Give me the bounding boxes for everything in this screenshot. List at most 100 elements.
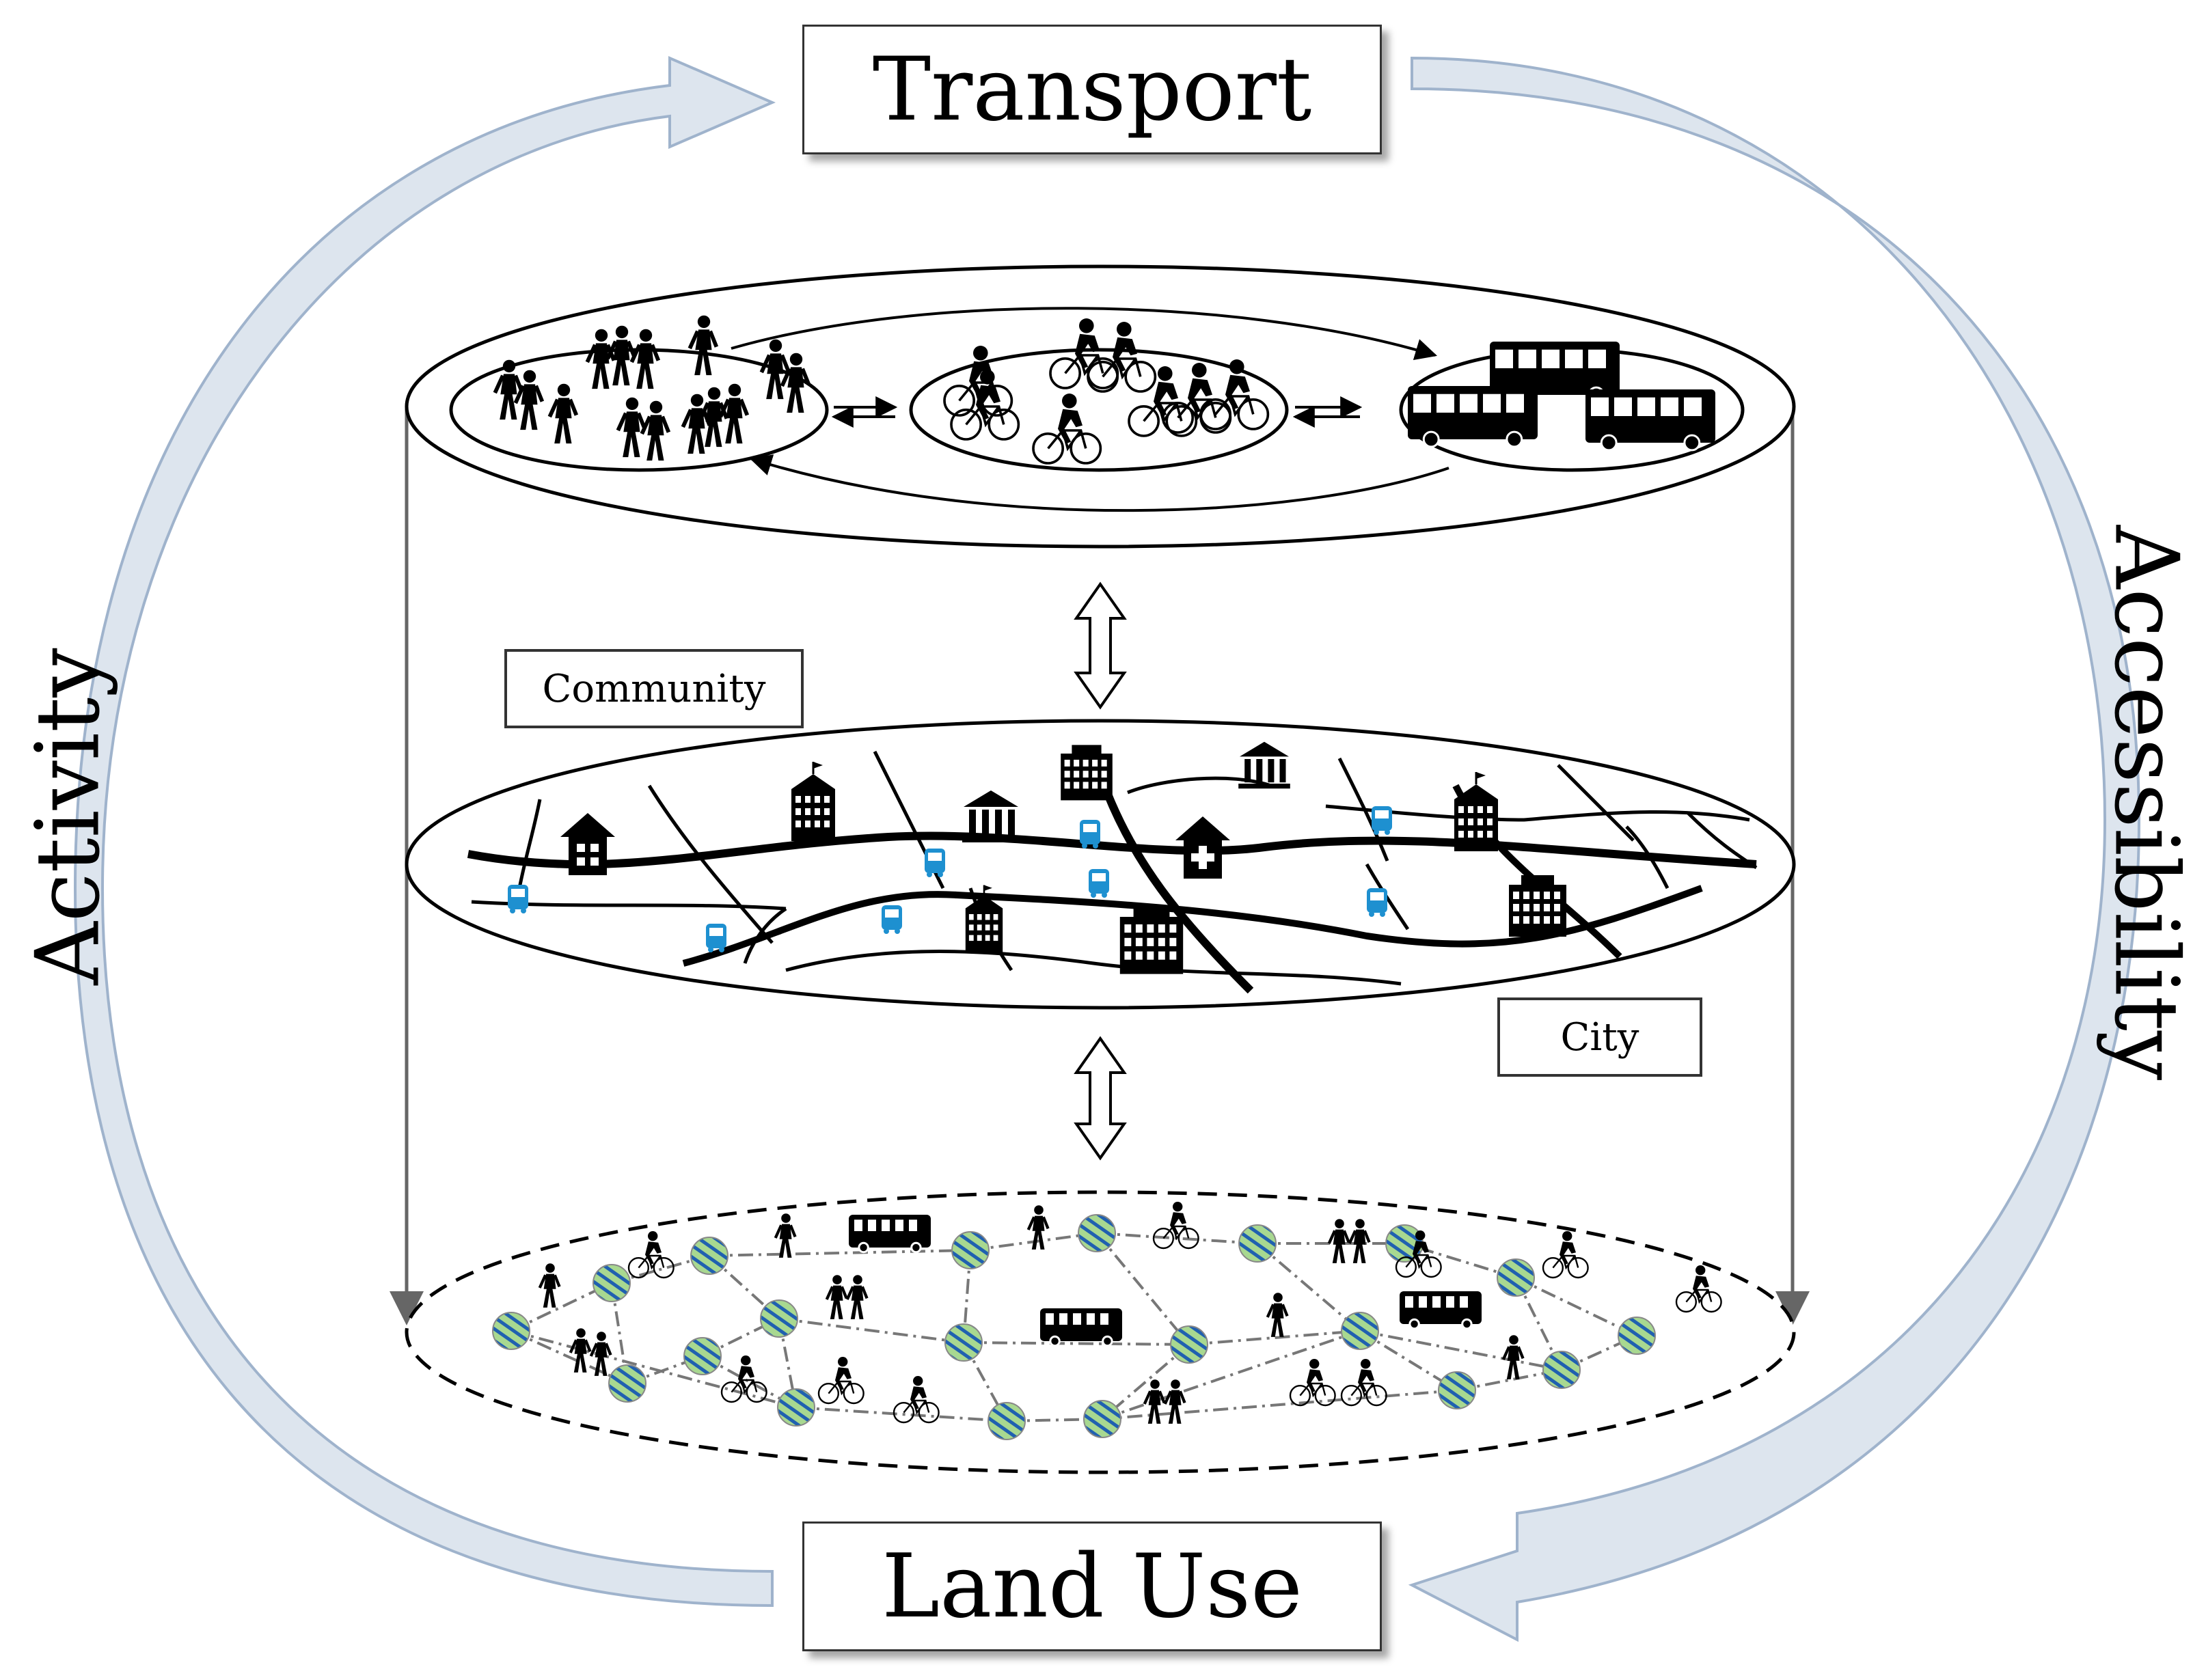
pedestrian-icon — [1143, 1379, 1166, 1424]
pedestrian-icon — [1501, 1335, 1525, 1379]
pedestrian-icon — [538, 1263, 561, 1308]
activity-node-icon — [1438, 1371, 1476, 1409]
city-layer-ellipse — [405, 719, 1796, 1010]
activity-node-icon — [608, 1364, 646, 1403]
house-icon — [560, 813, 615, 875]
land-use-label: Land Use — [882, 1535, 1303, 1638]
activity-node-icon — [944, 1323, 983, 1362]
pedestrian-icon — [1266, 1293, 1289, 1337]
school-icon — [791, 762, 835, 841]
transport-layer — [449, 307, 1745, 512]
activity-node-icon — [593, 1264, 631, 1302]
bus-stop-icon — [1367, 888, 1387, 917]
city-buildings-group — [560, 741, 1566, 974]
activity-node-icon — [492, 1312, 530, 1350]
cyclist-icon — [1152, 1202, 1199, 1250]
activity-node-icon — [1618, 1317, 1656, 1355]
pedestrian-icon — [845, 1275, 869, 1319]
bus-stop-icon — [1372, 806, 1392, 835]
pedestrian-icon — [547, 383, 579, 444]
land-use-box: Land Use — [802, 1521, 1382, 1651]
cyclist-icon — [1049, 318, 1119, 389]
transport-label: Transport — [872, 38, 1312, 141]
pedestrian-icon — [589, 1332, 612, 1376]
activity-node-icon — [1170, 1325, 1208, 1364]
activity-node-icon — [1083, 1400, 1121, 1438]
cyclist-icon — [817, 1357, 864, 1405]
community-label: Community — [542, 666, 766, 711]
cycle-arrow-activity — [73, 55, 776, 1608]
double-arrow-city-landuse — [1074, 1036, 1127, 1161]
activity-node-icon — [683, 1337, 722, 1375]
cyclist-group-icon — [943, 318, 1270, 465]
ground-agents-group — [538, 1202, 1722, 1424]
cyclist-icon — [1087, 322, 1157, 393]
activity-node-icon — [1542, 1351, 1581, 1389]
transport-box: Transport — [802, 25, 1382, 154]
activity-network-nodes — [492, 1214, 1656, 1440]
pedestrian-icon — [780, 353, 811, 413]
cyclist-icon — [1340, 1359, 1387, 1407]
bus-icon — [1400, 1291, 1482, 1330]
pedestrian-icon — [1163, 1379, 1186, 1424]
cyclist-icon — [1675, 1265, 1722, 1313]
bus-stop-icon — [1080, 820, 1100, 849]
activity-node-icon — [1238, 1224, 1277, 1263]
activity-node-icon — [951, 1231, 990, 1269]
pedestrian-icon — [698, 387, 729, 447]
accessibility-label: Accessibility — [2095, 525, 2197, 1081]
activity-label: Activity — [17, 648, 120, 985]
cyclist-icon — [893, 1376, 940, 1424]
bus-icon — [849, 1215, 931, 1254]
cyclist-icon — [1032, 394, 1102, 465]
arc-bus-to-walk — [749, 454, 1449, 512]
network-link — [1359, 1330, 1562, 1371]
network-link — [778, 1317, 964, 1344]
pedestrian-icon — [759, 339, 791, 400]
bus-icon — [1585, 389, 1715, 452]
community-box: Community — [504, 649, 804, 728]
network-link — [610, 1282, 629, 1384]
bus-stop-icon — [706, 924, 726, 952]
double-arrow-transport-city — [1074, 581, 1127, 710]
landuse-layer — [492, 1202, 1722, 1440]
cyclist-icon — [1199, 359, 1270, 430]
exchange-arrows-walk-cycle — [831, 396, 898, 428]
bus-group-icon — [1408, 342, 1715, 452]
school-icon — [965, 885, 1003, 953]
activity-node-icon — [777, 1388, 815, 1427]
bus-stop-icon — [1089, 869, 1109, 898]
network-link — [963, 1341, 1190, 1346]
cyclist-icon — [1395, 1230, 1442, 1278]
bus-icon — [1040, 1308, 1122, 1347]
bus-stop-icon — [882, 905, 902, 934]
pedestrian-group-icon — [493, 315, 811, 461]
activity-node-icon — [1078, 1214, 1116, 1252]
cyclist-icon — [1542, 1231, 1589, 1279]
pedestrian-icon — [585, 329, 616, 389]
activity-node-icon — [1341, 1312, 1379, 1350]
activity-node-icon — [690, 1237, 728, 1275]
pedestrian-icon — [493, 359, 524, 420]
city-label: City — [1560, 1015, 1639, 1060]
activity-node-icon — [988, 1402, 1026, 1440]
bus-stop-icon — [508, 885, 528, 913]
bus-stop-icon — [925, 849, 945, 877]
network-link — [1515, 1276, 1637, 1337]
exchange-arrows-cycle-transit — [1292, 396, 1363, 428]
network-link — [1095, 1232, 1190, 1346]
network-link — [1102, 1389, 1458, 1420]
pedestrian-icon — [687, 315, 719, 376]
pedestrian-icon — [1327, 1219, 1350, 1263]
activity-node-icon — [1497, 1258, 1535, 1297]
network-link — [709, 1249, 971, 1257]
office-building-icon — [1119, 906, 1184, 974]
bus-stop-group — [508, 806, 1392, 952]
network-link — [510, 1330, 797, 1409]
city-layer — [467, 741, 1758, 994]
pedestrian-icon — [629, 329, 661, 389]
activity-node-icon — [760, 1299, 798, 1338]
cyclist-icon — [1289, 1359, 1336, 1407]
